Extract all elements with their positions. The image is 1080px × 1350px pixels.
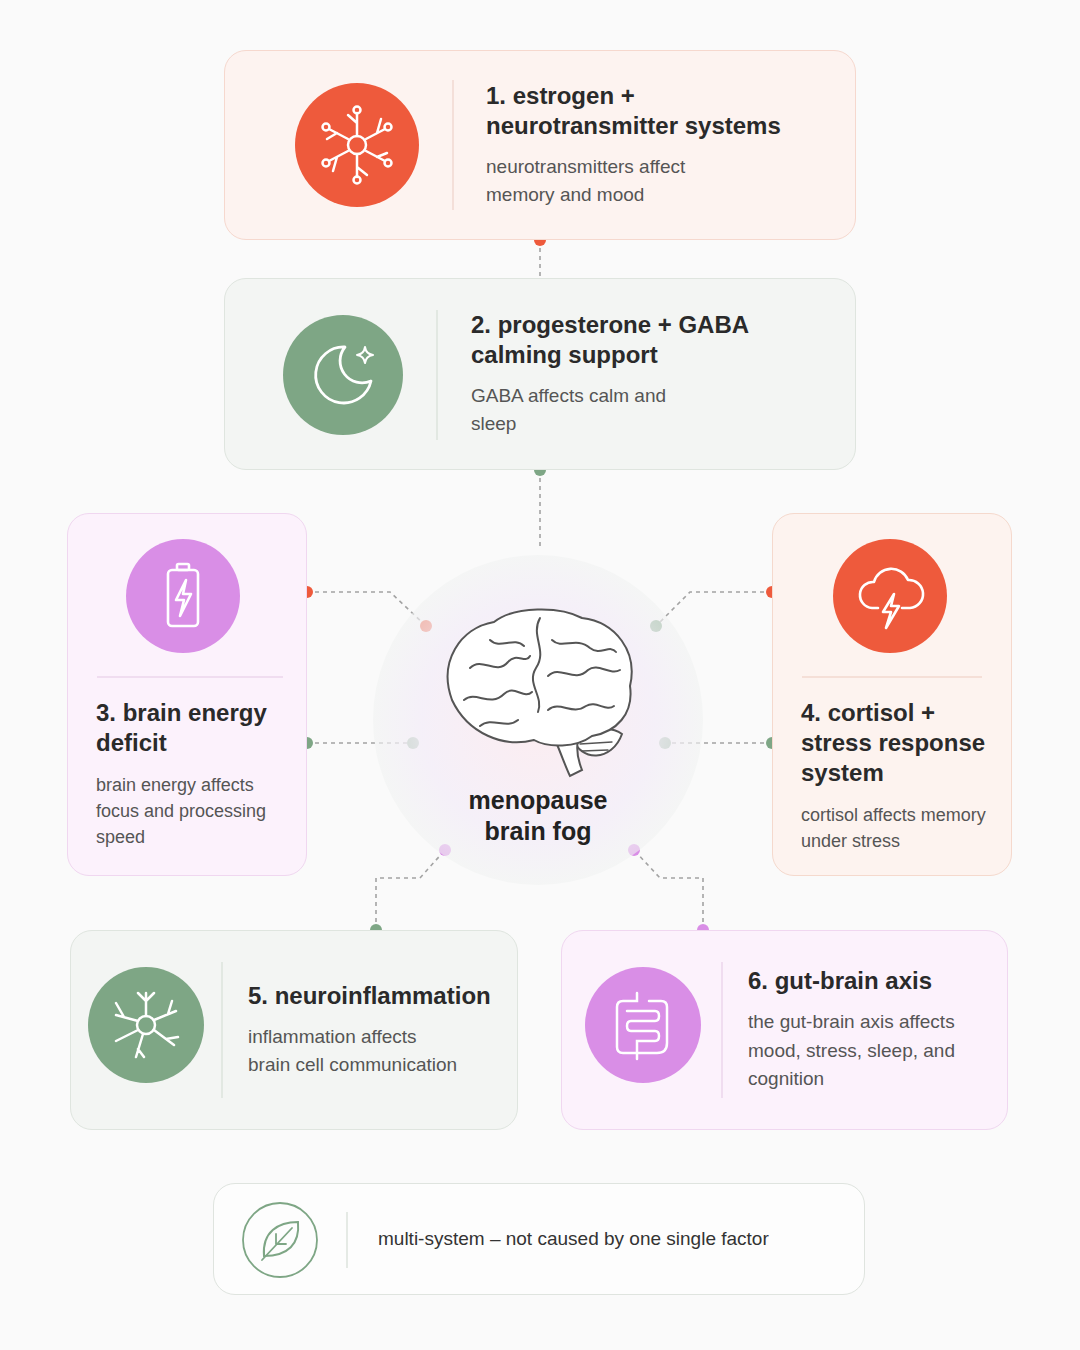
node-title: 6. gut-brain axis (748, 966, 993, 996)
connector-group (534, 234, 546, 278)
node-title: 2. progesterone + GABA calming support (471, 310, 801, 370)
dashed-connector (376, 850, 445, 930)
hormone-card: 1. estrogen + neurotransmitter systems ne… (224, 50, 856, 240)
node-title: 5. neuroinflammation (248, 981, 503, 1011)
factor-card: 4. cortisol + stress response system cort… (772, 513, 1012, 876)
neuron-icon (295, 83, 419, 207)
node-body: neurotransmitters affect memory and mood (486, 153, 748, 210)
intestine-icon (585, 967, 701, 1083)
connector-group (628, 844, 709, 936)
dashed-connector (656, 592, 772, 626)
cell-icon (88, 967, 204, 1083)
connector-group (534, 464, 546, 549)
node-body: inflammation affects brain cell communic… (248, 1023, 463, 1080)
storm-cloud-icon (833, 539, 947, 653)
center-circle: menopause brain fog (373, 555, 703, 885)
node-title: 1. estrogen + neurotransmitter systems (486, 81, 826, 141)
node-body: brain energy affects focus and processin… (96, 772, 294, 850)
node-title: 3. brain energy deficit (96, 698, 294, 758)
dashed-connector (634, 850, 703, 930)
node-body: the gut-brain axis affects mood, stress,… (748, 1008, 976, 1094)
factor-card: 3. brain energy deficit brain energy affe… (67, 513, 307, 876)
dashed-connector (539, 470, 541, 549)
connector-group (370, 844, 451, 936)
battery-icon (126, 539, 240, 653)
brain-illustration (448, 609, 632, 776)
factor-card: 5. neuroinflammation inflammation affects… (70, 930, 518, 1130)
hormone-card: 2. progesterone + GABA calming supportGA… (224, 278, 856, 470)
summary-banner: multi-system – not caused by one single … (213, 1183, 865, 1295)
factor-card: 6. gut-brain axis the gut-brain axis affe… (561, 930, 1008, 1130)
node-title: 4. cortisol + stress response system (801, 698, 999, 788)
node-body: GABA affects calm and sleep (471, 382, 671, 439)
moon-icon (283, 315, 403, 435)
leaf-icon (243, 1203, 317, 1277)
node-title: multi-system – not caused by one single … (378, 1227, 848, 1251)
divider-lines (97, 80, 982, 1268)
node-body: cortisol affects memory under stress (801, 802, 999, 854)
node-title: menopause brain fog (443, 785, 633, 848)
